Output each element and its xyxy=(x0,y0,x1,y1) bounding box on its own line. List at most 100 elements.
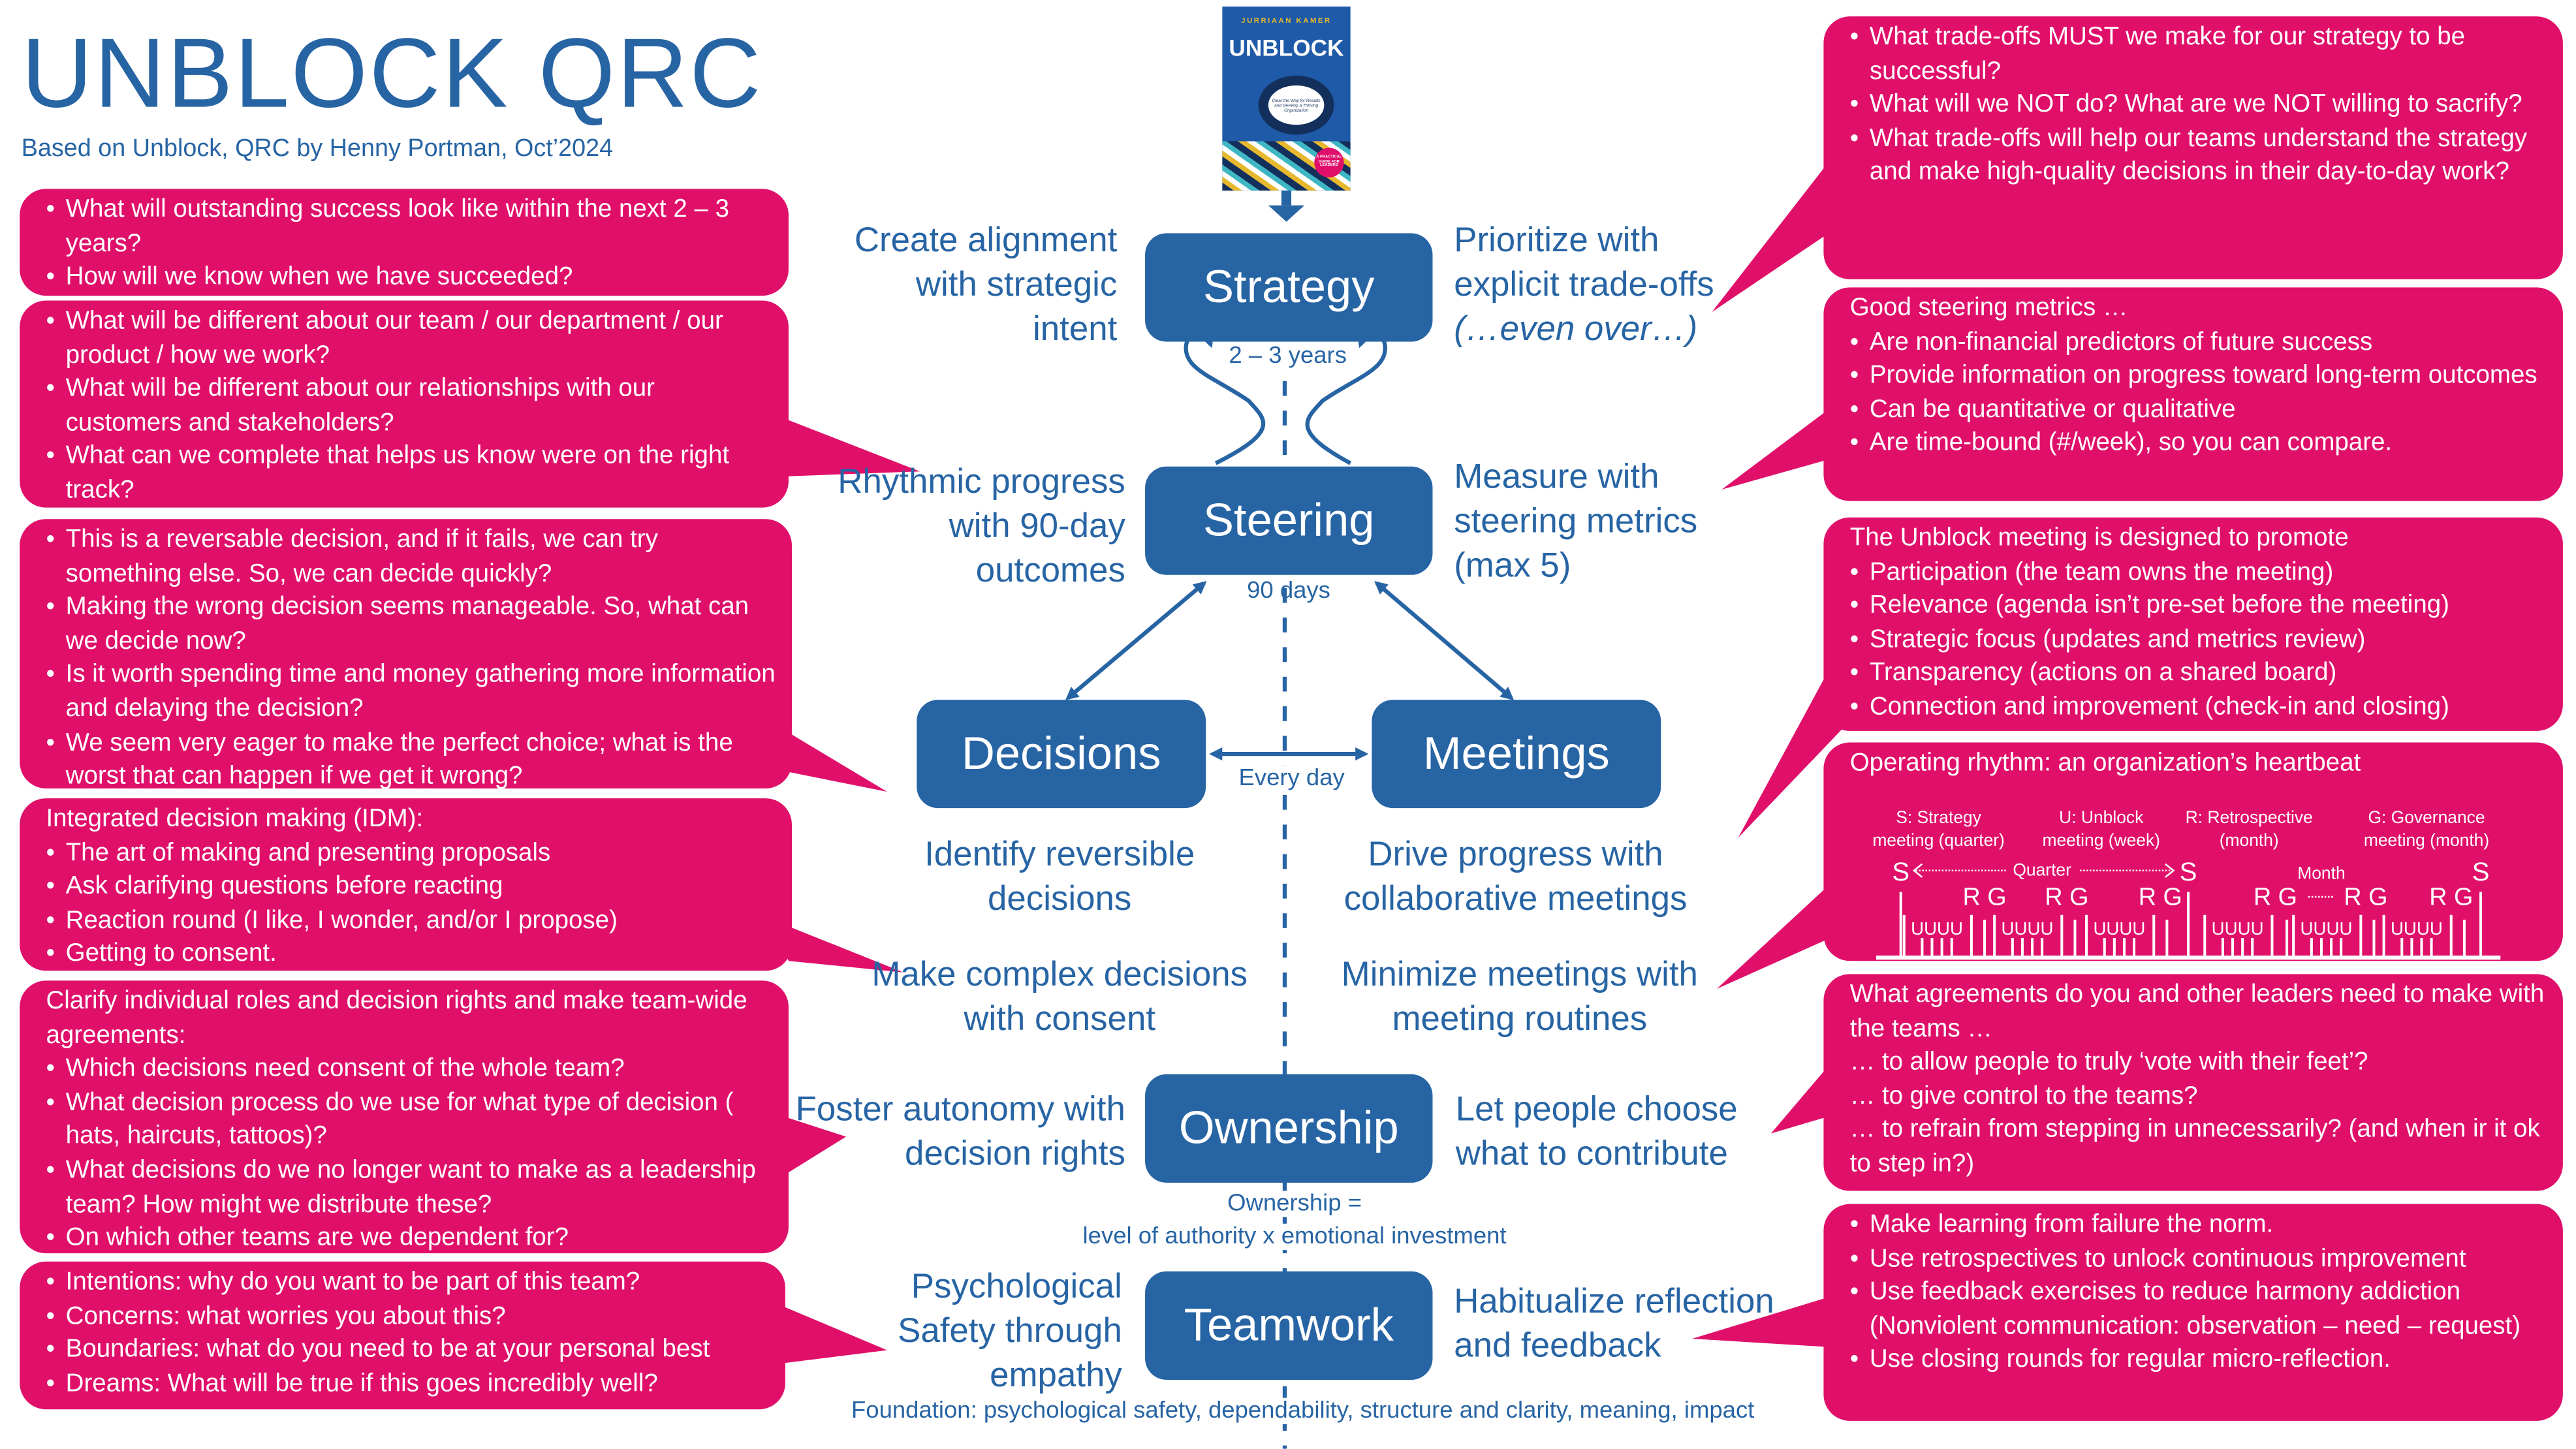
bullet-item: Relevance (agenda isn’t pre-set before t… xyxy=(1850,590,2547,624)
ownership-formula-line1: Ownership = xyxy=(1130,1191,1459,1217)
callout-text: The Unblock meeting is designed to promo… xyxy=(1849,523,2349,552)
bullet-item: Use retrospectives to unlock continuous … xyxy=(1850,1243,2547,1277)
node-teamwork: Teamwork xyxy=(1145,1271,1433,1380)
book-arrow-head-icon xyxy=(1268,205,1305,222)
bullet-item: What decisions do we no longer want to m… xyxy=(46,1155,772,1223)
practice-reversible: Identify reversible decisions xyxy=(924,835,1195,918)
callout-text: What agreements do you and other leaders… xyxy=(1849,980,2545,1043)
arrow-steering-meetings xyxy=(1374,581,1515,700)
practice-create-alignment: Create alignment with strategic intent xyxy=(854,221,1118,349)
callout-right-4: Operating rhythm: an organization’s hear… xyxy=(1823,742,2563,961)
rg-mark: R G xyxy=(2254,883,2297,911)
unblock-marks: UUUU xyxy=(2301,918,2353,939)
callout-left-1: What will outstanding success look like … xyxy=(20,189,789,296)
legend-strategy: S: Strategy xyxy=(1896,807,1981,827)
arrow-steering-decisions xyxy=(1065,581,1207,700)
bullet-item: Intentions: why do you want to be part o… xyxy=(46,1266,768,1300)
book-title: UNBLOCK xyxy=(1229,34,1344,61)
unblock-marks: UUUU xyxy=(2093,918,2145,939)
practice-autonomy: Foster autonomy with decision rights xyxy=(795,1091,1125,1173)
callout-left-2-pointer xyxy=(785,418,920,476)
callout-left-3-pointer xyxy=(772,723,887,792)
bullet-item: Getting to consent. xyxy=(46,939,775,973)
callout-right-5-pointer xyxy=(1770,1067,1827,1134)
bullet-item: What will outstanding success look like … xyxy=(46,194,772,262)
node-meetings: Meetings xyxy=(1372,700,1661,809)
bullet-item: What decision process do we use for what… xyxy=(46,1087,772,1155)
rg-mark: R G xyxy=(2045,883,2088,911)
rg-mark: R G xyxy=(2344,883,2387,911)
practice-rhythmic-progress: Rhythmic progress with 90-day outcomes xyxy=(838,463,1125,590)
node-steering: Steering xyxy=(1145,466,1433,575)
practice-drive-progress: Drive progress with collaborative meetin… xyxy=(1343,835,1688,918)
strategy-mark: S xyxy=(1892,857,1909,886)
legend-retro-desc: (month) xyxy=(2220,830,2279,850)
bullet-item: This is a reversable decision, and if it… xyxy=(46,524,775,592)
bullet-item: Dreams: What will be true if this goes i… xyxy=(46,1368,768,1402)
bullet-item: What will be different about our team / … xyxy=(46,305,772,373)
callout-pointers xyxy=(772,164,1849,1363)
unblock-marks: UUUU xyxy=(2212,918,2264,939)
bullet-item: Provide information on progress toward l… xyxy=(1850,360,2547,394)
node-ownership: Ownership xyxy=(1145,1074,1433,1183)
rg-mark: R G xyxy=(2139,883,2182,911)
legend-strategy-desc: meeting (quarter) xyxy=(1872,830,2005,850)
callout-right-1-pointer xyxy=(1712,164,1834,313)
page-title: UNBLOCK QRC xyxy=(21,18,762,129)
callout-right-6-pointer xyxy=(1692,1298,1827,1347)
strategy-mark: S xyxy=(2180,857,2197,886)
unblock-marks: UUUU xyxy=(2391,918,2443,939)
practice-reflection: Habitualize reflection and feedback xyxy=(1454,1283,1774,1365)
callout-left-2: What will be different about our team / … xyxy=(20,300,789,508)
bullet-item: Strategic focus (updates and metrics rev… xyxy=(1850,624,2547,658)
bullet-item: Ask clarifying questions before reacting xyxy=(46,871,775,905)
practice-minimize-meetings: Minimize meetings with meeting routines xyxy=(1341,956,1698,1038)
bullet-item: Concerns: what worries you about this? xyxy=(46,1300,768,1334)
node-strategy: Strategy xyxy=(1145,233,1433,342)
foundation-text: Foundation: psychological safety, depend… xyxy=(788,1397,1817,1424)
bullet-item: What trade-offs will help our teams unde… xyxy=(1850,123,2547,191)
callout-text: … to refrain from stepping in unnecessar… xyxy=(1849,1115,2540,1178)
practice-consent: Make complex decisions with consent xyxy=(872,956,1248,1038)
bullet-item: Make learning from failure the norm. xyxy=(1850,1209,2547,1243)
book-arrow-shaft xyxy=(1281,190,1292,206)
callout-right-6: Make learning from failure the norm.Use … xyxy=(1823,1204,2563,1421)
page-subtitle: Based on Unblock, QRC by Henny Portman, … xyxy=(21,134,614,163)
callout-right-2-pointer xyxy=(1721,411,1827,490)
book-cover: JURRIAAN KAMER UNBLOCK Clear the Way for… xyxy=(1222,7,1351,191)
legend-governance: G: Governance xyxy=(2368,807,2485,827)
legend-unblock: U: Unblock xyxy=(2059,807,2144,827)
callout-left-3: This is a reversable decision, and if it… xyxy=(20,519,793,790)
callout-right-2: Good steering metrics …Are non-financial… xyxy=(1823,287,2563,501)
practice-psych-safety: Psychological Safety through empathy xyxy=(898,1268,1122,1395)
unblock-marks: UUUU xyxy=(2002,918,2054,939)
legend-retro: R: Retrospective xyxy=(2186,807,2313,827)
bullet-item: Are time-bound (#/week), so you can comp… xyxy=(1850,428,2547,461)
legend-unblock-desc: meeting (week) xyxy=(2042,830,2160,850)
callout-left-4: Integrated decision making (IDM):The art… xyxy=(20,798,793,973)
bullet-item: What will we NOT do? What are we NOT wil… xyxy=(1850,89,2547,123)
callout-left-5: Clarify individual roles and decision ri… xyxy=(20,980,789,1256)
book-badge: A PRACTICAL GUIDE FOR LEADERS xyxy=(1314,148,1344,178)
callout-text: … to allow people to truly ‘vote with th… xyxy=(1849,1048,2368,1076)
bullet-item: Is it worth spending time and money gath… xyxy=(46,659,775,727)
bullet-item: Connection and improvement (check-in and… xyxy=(1850,691,2547,725)
practice-prioritize: Prioritize with explicit trade-offs (…ev… xyxy=(1454,219,1750,352)
bullet-item: Use closing rounds for regular micro-ref… xyxy=(1850,1345,2547,1379)
strategy-mark: S xyxy=(2472,857,2490,886)
callout-right-4-pointer xyxy=(1716,886,1827,989)
callout-text: Clarify individual roles and decision ri… xyxy=(46,987,747,1050)
callout-left-6: Intentions: why do you want to be part o… xyxy=(20,1261,785,1410)
bullet-item: What trade-offs MUST we make for our str… xyxy=(1850,22,2547,89)
ownership-formula-line2: level of authority x emotional investmen… xyxy=(1051,1223,1538,1251)
bullet-item: Reaction round (I like, I wonder, and/or… xyxy=(46,905,775,939)
bullet-item: What can we complete that helps us know … xyxy=(46,441,772,508)
bullet-item: We seem very eager to make the perfect c… xyxy=(46,727,775,795)
callout-text: Integrated decision making (IDM): xyxy=(46,805,424,833)
rg-mark: R G xyxy=(1963,883,2007,911)
bullet-item: Making the wrong decision seems manageab… xyxy=(46,591,775,659)
callout-text: Operating rhythm: an organization’s hear… xyxy=(1849,749,2361,777)
